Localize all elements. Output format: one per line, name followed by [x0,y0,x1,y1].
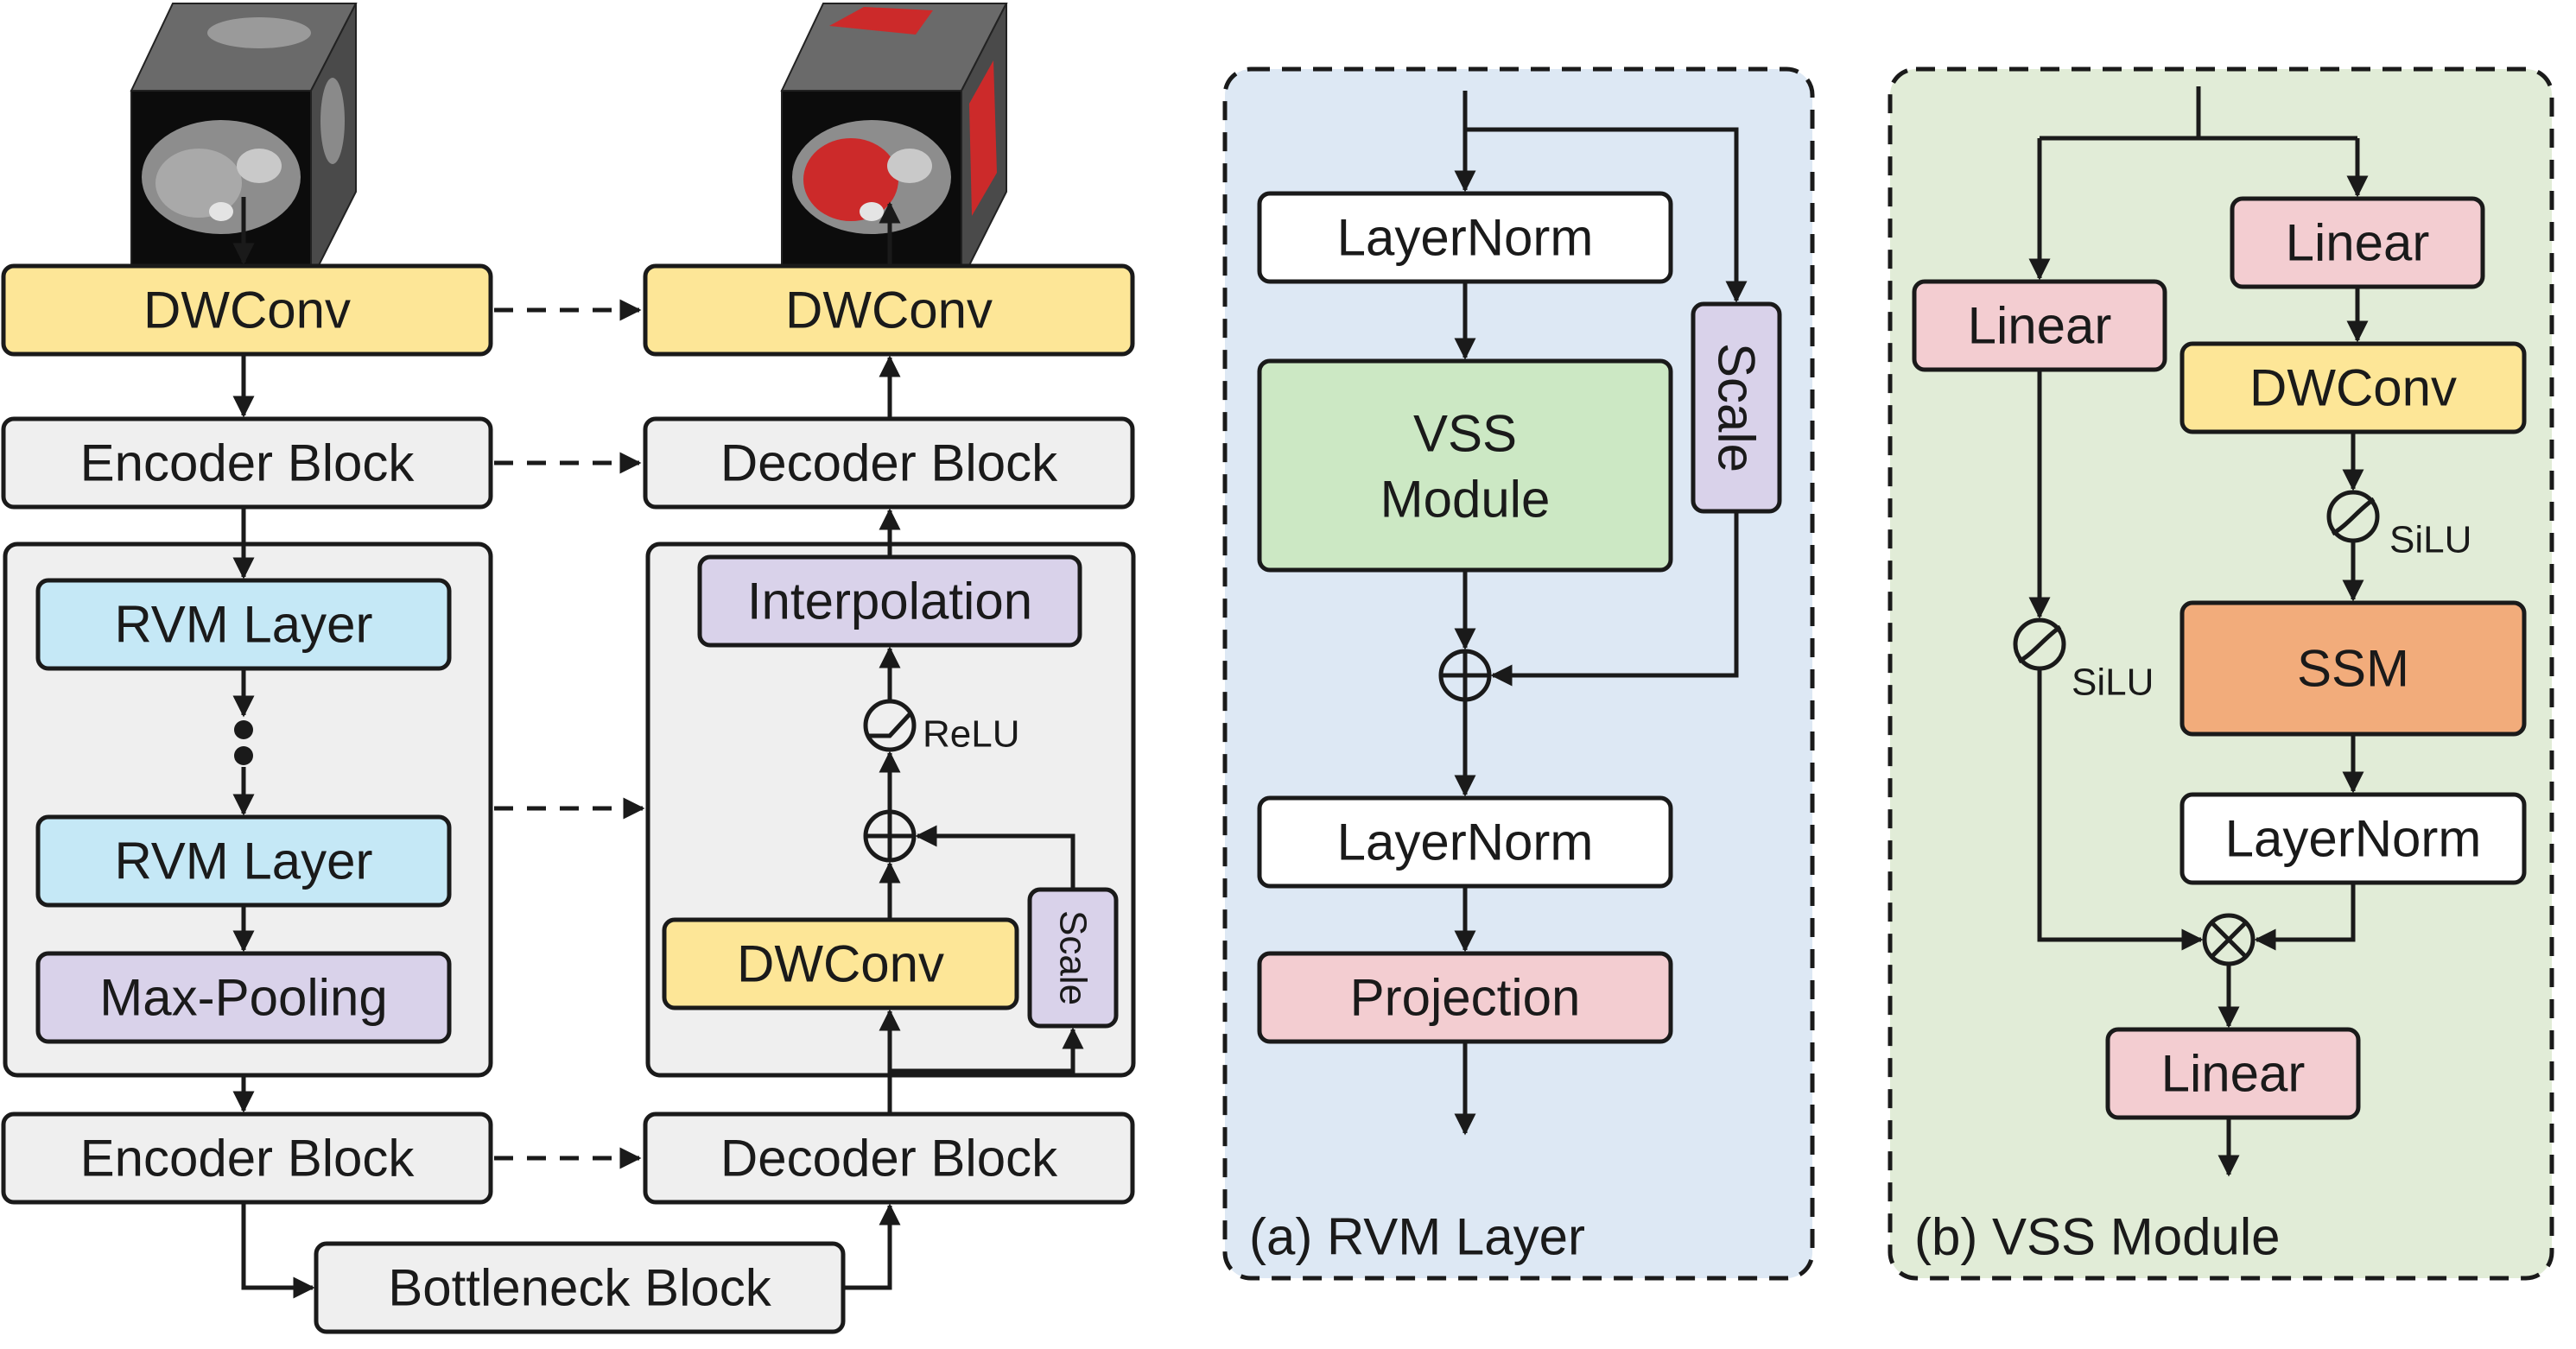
vss-dwconv-box: DWConv [2179,341,2527,434]
encoder-block-bottom: Encoder Block [1,1112,493,1205]
rvm-layer-label-1: RVM Layer [114,596,372,654]
interpolation-box: Interpolation [697,554,1082,648]
rvm-add-icon [1438,649,1492,702]
projection-label: Projection [1350,969,1581,1027]
inner-scale-label: Scale [1052,910,1094,1005]
silu-right-label: SiLU [2389,519,2471,561]
bottleneck-block-label: Bottleneck Block [388,1259,772,1317]
rvm-scale-label: Scale [1708,343,1766,472]
silu-left-label: SiLU [2072,662,2154,704]
vss-module-label-line2: Module [1380,471,1551,529]
vss-linear-right-label: Linear [2286,214,2430,272]
skip-connections [494,299,645,1169]
rvm-layernorm-1-label: LayerNorm [1337,209,1594,267]
main-arrows [232,197,1084,1299]
vss-linear-left-label: Linear [1968,297,2112,355]
max-pooling-label: Max-Pooling [99,969,388,1027]
encoder-dwconv-box: DWConv [1,263,493,357]
encoder-block-top-label: Encoder Block [80,434,416,492]
output-segmentation-volume [780,3,1008,282]
decoder-dwconv-label: DWConv [785,282,993,339]
rvm-layernorm-2-label: LayerNorm [1337,814,1594,871]
vss-layernorm-box: LayerNorm [2179,792,2527,885]
panel-b-caption: (b) VSS Module [1914,1208,2281,1266]
relu-label: ReLU [923,713,1020,756]
rvm-layer-box-2: RVM Layer [35,814,452,908]
ssm-label: SSM [2297,640,2409,698]
rvm-layernorm-2-box: LayerNorm [1257,795,1673,889]
decoder-add-icon [863,809,917,863]
projection-box: Projection [1257,951,1673,1044]
decoder-block-top: Decoder Block [643,416,1135,510]
rvm-stack-ellipsis [234,720,253,765]
ssm-box: SSM [2179,600,2527,737]
rvm-layer-box-1: RVM Layer [35,578,452,671]
inner-dwconv-box: DWConv [662,917,1019,1010]
inner-scale-box: Scale [1027,887,1119,1029]
vss-linear-out-box: Linear [2105,1027,2361,1120]
panel-a-arrows [1454,91,1748,1136]
vss-dwconv-label: DWConv [2249,359,2457,417]
bottleneck-block-box: Bottleneck Block [314,1241,846,1334]
encoder-block-bottom-label: Encoder Block [80,1130,416,1188]
inner-dwconv-label: DWConv [737,935,944,993]
panel-b-arrows [2028,86,2369,1177]
encoder-block-top: Encoder Block [1,416,493,510]
decoder-block-bottom-label: Decoder Block [720,1130,1058,1188]
decoder-dwconv-box: DWConv [643,263,1135,357]
panel-a-caption: (a) RVM Layer [1249,1208,1585,1266]
max-pooling-box: Max-Pooling [35,951,452,1044]
rvm-scale-box: Scale [1691,301,1782,514]
encoder-dwconv-label: DWConv [143,282,351,339]
vss-module-box: VSS Module [1257,358,1673,573]
input-ct-volume [130,3,358,282]
rvm-layer-label-2: RVM Layer [114,833,372,890]
decoder-block-top-label: Decoder Block [720,434,1058,492]
vss-linear-left-box: Linear [1912,279,2167,372]
interpolation-label: Interpolation [747,573,1032,630]
decoder-block-bottom: Decoder Block [643,1112,1135,1205]
vss-linear-out-label: Linear [2161,1045,2306,1103]
rvm-layernorm-1-box: LayerNorm [1257,191,1673,284]
vss-module-label-line1: VSS [1413,405,1517,463]
vss-layernorm-label: LayerNorm [2225,810,2482,868]
vss-linear-right-box: Linear [2230,196,2485,289]
